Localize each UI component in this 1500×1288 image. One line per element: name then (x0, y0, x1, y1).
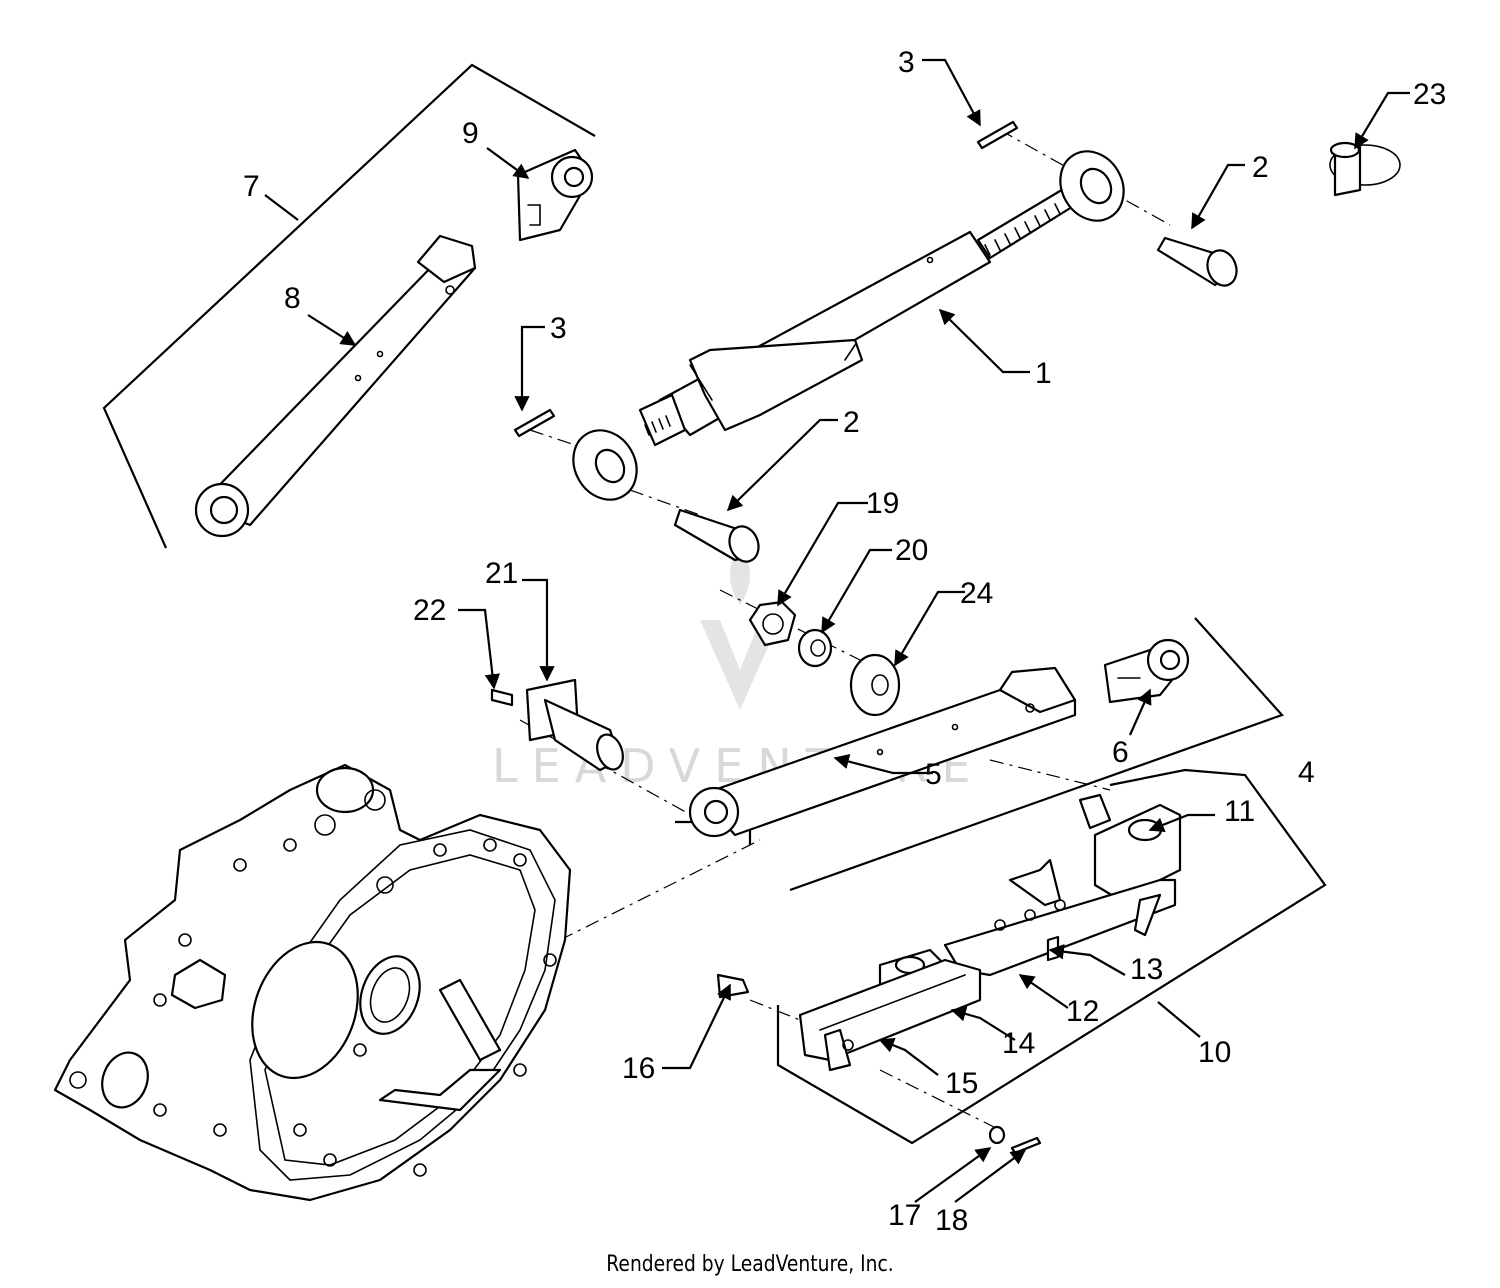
part-18-cotter-pin (1010, 1136, 1042, 1155)
callout-18: 18 (935, 1204, 968, 1237)
part-15-drawbar (798, 958, 982, 1072)
part-9-bracket (516, 148, 594, 242)
part-3-cotter-pin-top (976, 120, 1019, 150)
callout-12: 12 (1066, 995, 1099, 1028)
callout-19: 19 (866, 487, 899, 520)
part-2-pin-lower (673, 508, 760, 563)
part-19-nut (748, 600, 797, 647)
part-16-clevis-pin (716, 973, 750, 999)
part-6-bracket (1103, 638, 1190, 704)
callout-3-left: 3 (550, 312, 567, 345)
part-17-washer (988, 1125, 1006, 1145)
callout-5: 5 (925, 758, 942, 791)
part-3-cotter-pin-left (513, 408, 556, 438)
callout-7: 7 (243, 170, 260, 203)
callout-8: 8 (284, 282, 301, 315)
callout-1: 1 (1035, 357, 1052, 390)
callout-17: 17 (888, 1199, 921, 1232)
bracket-7 (102, 63, 596, 549)
callout-24: 24 (960, 577, 993, 610)
callout-14: 14 (1002, 1027, 1035, 1060)
part-8-lift-arm (194, 234, 477, 538)
callout-2-lower: 2 (843, 406, 860, 439)
callout-21: 21 (485, 557, 518, 590)
part-12-slide-tube (943, 858, 1177, 977)
part-23-clip (1329, 141, 1401, 197)
part-5-lift-arm (688, 666, 1077, 838)
callout-13: 13 (1130, 953, 1163, 986)
part-20-lock-washer (797, 628, 833, 668)
callout-11: 11 (1224, 795, 1255, 828)
callout-10: 10 (1198, 1036, 1231, 1069)
footer-credit: Rendered by LeadVenture, Inc. (606, 1252, 894, 1277)
bracket-right-arm (789, 617, 1284, 892)
part-1-top-link (572, 150, 1125, 501)
callout-16: 16 (622, 1052, 655, 1085)
callouts: 1 2 2 3 3 4 5 6 7 8 9 10 11 12 13 14 15 … (243, 46, 1446, 1237)
callout-15: 15 (945, 1067, 978, 1100)
callout-6: 6 (1112, 736, 1129, 769)
callout-9: 9 (462, 117, 479, 150)
callout-2-top: 2 (1252, 151, 1269, 184)
bracket-10 (776, 768, 1327, 1145)
center-lines (519, 129, 1171, 1131)
housing (53, 763, 572, 1202)
callout-4: 4 (1298, 756, 1315, 789)
callout-20: 20 (895, 534, 928, 567)
part-13-pin (1046, 935, 1060, 962)
callout-3-top: 3 (898, 46, 915, 79)
callout-22: 22 (413, 594, 446, 627)
leader-lines (264, 58, 1410, 1203)
part-24-washer (849, 653, 901, 717)
part-21-plate-pin (525, 678, 624, 772)
callout-23: 23 (1413, 78, 1446, 111)
part-22-bolt (490, 688, 514, 707)
part-2-pin-top (1156, 236, 1238, 287)
parts-diagram: LEADVENTURE (53, 46, 1446, 1237)
